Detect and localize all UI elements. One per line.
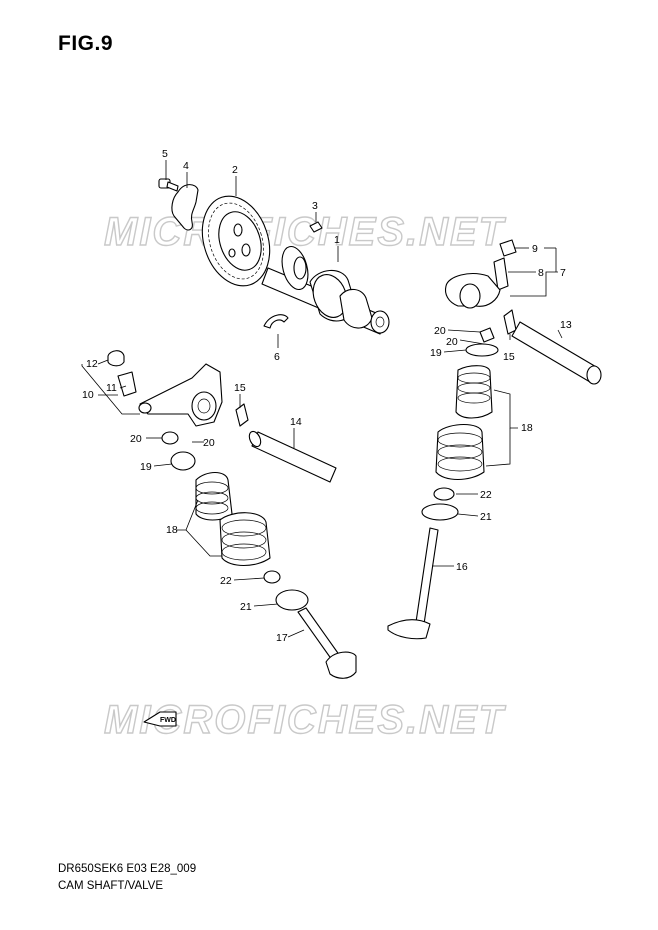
rocker-shaft-left-part [248,430,337,483]
rocker-pin-left-part [235,403,249,427]
callout-20-left-b: 20 [203,437,215,449]
watermark-top: MICROFICHES.NET [104,210,507,254]
callout-5: 5 [162,148,168,160]
leader-lines [81,160,563,638]
camshaft-part [261,245,390,335]
callout-20-right-b: 20 [446,336,458,348]
callout-9: 9 [532,243,538,255]
callout-10: 10 [82,389,94,401]
rocker-shaft-right-part [511,321,602,385]
valve-stack-right-part [387,327,499,640]
callout-16: 16 [456,561,468,573]
callout-21-right: 21 [480,511,492,523]
dowel-pin-part [309,221,323,233]
callout-7: 7 [560,267,566,279]
cam-sprocket-part [201,195,271,287]
section-name: CAM SHAFT/VALVE [58,880,164,892]
rocker-pin-right-part [503,309,517,335]
sprocket-plate-part [171,184,199,231]
callout-18-left: 18 [166,524,178,536]
callout-4: 4 [183,160,189,172]
callout-21-left: 21 [240,601,252,613]
callout-22-left: 22 [220,575,232,587]
callout-18-right: 18 [521,422,533,434]
callout-14: 14 [290,416,302,428]
rocker-arm-right-part [444,239,517,309]
callout-3: 3 [312,200,318,212]
callout-19-right: 19 [430,347,442,359]
callout-1: 1 [334,234,340,246]
figure-title: FIG.9 [58,32,114,55]
circlip-part [263,314,289,329]
callout-22-right: 22 [480,489,492,501]
sprocket-bolt-part [158,178,179,192]
callout-13: 13 [560,319,572,331]
callout-2: 2 [232,164,238,176]
callout-15-left: 15 [234,382,246,394]
callout-20-left-a: 20 [130,433,142,445]
callout-20-right-a: 20 [434,325,446,337]
fwd-arrow-icon: FWD [143,711,177,727]
callout-12: 12 [86,358,98,370]
callout-15-right: 15 [503,351,515,363]
model-code: DR650SEK6 E03 E28_009 [58,863,197,875]
callout-11: 11 [106,382,117,394]
svg-text:FWD: FWD [160,717,176,724]
callout-19-left: 19 [140,461,152,473]
rocker-arm-left-part [107,350,223,427]
callout-17: 17 [276,632,288,644]
callout-numbers: 1 2 3 4 5 6 7 8 9 10 11 12 13 14 15 15 1… [82,148,572,644]
callout-8: 8 [538,267,544,279]
callout-6: 6 [274,351,280,363]
